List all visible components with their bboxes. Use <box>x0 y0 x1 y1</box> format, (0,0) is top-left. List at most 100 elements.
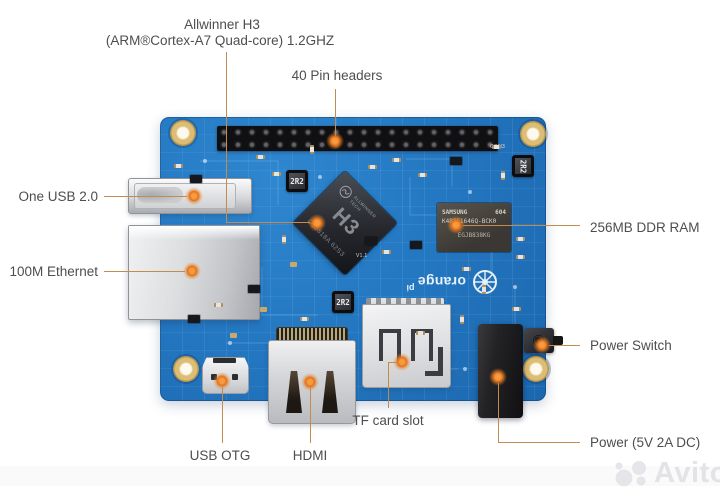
label-power-switch: Power Switch <box>590 338 672 353</box>
h3-soc-chip: ALLWINNER TECH H3 G20818A 62S3 <box>292 170 398 276</box>
component <box>516 237 525 241</box>
component <box>174 164 183 168</box>
usb2-port <box>128 178 252 214</box>
ram-code: EGJB838KG <box>457 232 491 239</box>
label-pin-headers: 40 Pin headers <box>291 68 383 83</box>
allwinner-logo-icon <box>339 185 352 198</box>
mounting-hole <box>173 356 199 382</box>
usb-port-shine <box>137 187 183 203</box>
label-ethernet: 100M Ethernet <box>9 264 98 279</box>
component <box>460 315 464 324</box>
soc-logo-row: ALLWINNER TECH <box>337 183 377 223</box>
mounting-hole <box>170 120 196 146</box>
component <box>282 235 286 244</box>
pcb-board: ALLWINNER TECH H3 G20818A 62S3 SAMSUNG 6… <box>128 117 563 424</box>
component <box>516 255 525 259</box>
component <box>214 303 223 307</box>
gpio-40pin-header <box>217 126 498 151</box>
inductor-marking: 2R2 <box>290 176 304 186</box>
ram-lot: 604 <box>495 209 506 216</box>
callout-dot <box>489 368 507 386</box>
label-usb: One USB 2.0 <box>18 189 98 204</box>
component <box>368 165 377 169</box>
watermark-text: Avito <box>654 456 720 489</box>
label-tf-card: TF card slot <box>352 413 424 428</box>
component <box>392 158 401 162</box>
callout-line <box>226 52 227 222</box>
inductor: 2R2 <box>512 155 534 177</box>
callout-dot <box>533 336 551 354</box>
brand-sub-text: pi <box>406 283 415 293</box>
callout-line <box>498 442 580 443</box>
hdmi-contact <box>286 371 302 413</box>
mounting-hole <box>520 121 546 147</box>
component <box>418 173 427 177</box>
callout-dot <box>326 132 344 150</box>
callout-line <box>104 271 185 272</box>
component <box>248 285 260 293</box>
inductor-marking: 2R2 <box>336 297 350 307</box>
tf-pin-row <box>366 298 444 306</box>
component <box>462 267 471 271</box>
component <box>190 175 202 183</box>
brand-name-text: orange <box>417 274 466 290</box>
component <box>272 172 281 176</box>
callout-dot <box>447 216 465 234</box>
callout-line <box>388 362 389 408</box>
watermark: Avito <box>610 456 720 490</box>
ram-maker: SAMSUNG <box>442 209 468 216</box>
component <box>260 307 267 312</box>
component <box>416 331 425 335</box>
callout-line <box>335 89 336 136</box>
component <box>492 145 501 149</box>
tf-notch <box>425 347 443 376</box>
callout-line <box>310 388 311 443</box>
component <box>310 145 314 154</box>
label-power: Power (5V 2A DC) <box>590 435 701 450</box>
callout-dot <box>183 262 201 280</box>
callout-line <box>226 222 310 223</box>
inductor: 2R2 <box>332 291 354 313</box>
tf-spring-clip <box>379 329 401 361</box>
callout-line <box>549 345 580 346</box>
hdmi-pin-row <box>277 328 347 341</box>
callout-dot <box>301 373 319 391</box>
photo-bottom-band <box>0 466 720 486</box>
component <box>512 307 521 311</box>
component <box>501 171 505 180</box>
component <box>188 315 200 323</box>
tf-card-slot-connector <box>362 298 451 388</box>
otg-contact <box>232 374 238 380</box>
mounting-hole <box>523 356 549 382</box>
label-ram: 256MB DDR RAM <box>590 220 700 235</box>
avito-logo-icon <box>615 461 646 487</box>
silkscreen-text: V1.1 <box>356 253 368 259</box>
component <box>365 237 377 245</box>
component <box>230 333 237 338</box>
callout-dot <box>308 214 326 232</box>
callout-line <box>463 225 580 226</box>
component <box>482 285 486 294</box>
callout-dot <box>393 353 411 371</box>
ethernet-port-highlight <box>129 226 259 240</box>
label-hdmi: HDMI <box>292 448 328 463</box>
callout-dot <box>185 187 203 205</box>
component <box>290 262 297 267</box>
callout-dot <box>213 372 231 390</box>
callout-line <box>388 362 398 363</box>
component <box>256 155 265 159</box>
component <box>382 250 391 254</box>
component <box>410 241 422 249</box>
inductor: 2R2 <box>286 170 308 192</box>
ram-marking-row1: SAMSUNG 604 <box>442 209 506 216</box>
label-soc-line1: Allwinner H3 <box>184 17 260 32</box>
label-soc-line2: (ARM®Cortex-A7 Quad-core) 1.2GHZ <box>105 33 335 48</box>
callout-line <box>222 387 223 443</box>
callout-line <box>104 196 187 197</box>
hdmi-contact <box>322 371 338 413</box>
ram-part-number: K4B2G1646Q-BCK0 <box>442 218 497 225</box>
callout-line <box>498 383 499 442</box>
component <box>300 317 309 321</box>
component <box>450 157 462 165</box>
